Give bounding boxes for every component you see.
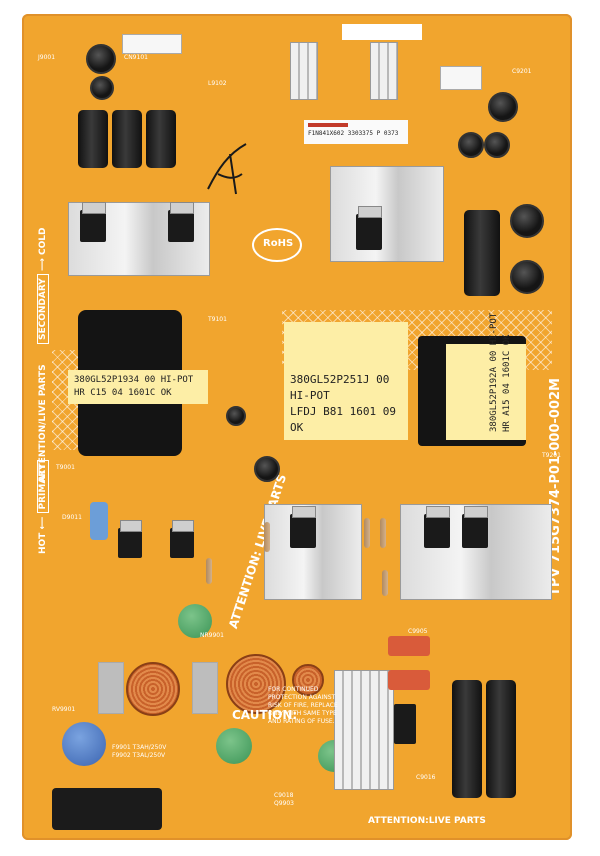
top-connector <box>122 34 182 54</box>
ref-designator: C9201 <box>512 68 532 75</box>
top-edge-plate <box>342 24 422 40</box>
ref-designator: D9011 <box>62 514 82 521</box>
ref-designator: NR9901 <box>200 632 224 639</box>
heatsink-fin <box>334 670 394 790</box>
choke-bobbin <box>98 662 124 714</box>
transistor <box>290 506 316 548</box>
bridge-rectifier <box>394 704 416 744</box>
capacitor-large <box>452 680 482 798</box>
ref-designator: L9102 <box>208 80 227 87</box>
transistor <box>356 206 382 250</box>
ref-designator: RV9901 <box>52 706 76 713</box>
x-capacitor <box>388 670 430 690</box>
hot-primary-text: HOT ⟵ PRIMARY <box>37 459 49 554</box>
varistor <box>62 722 106 766</box>
inductor <box>126 662 180 716</box>
capacitor <box>458 132 484 158</box>
fuse-rating-2: F9902 T3AL/250V <box>112 752 166 759</box>
thermistor <box>178 604 212 638</box>
transistor <box>462 506 488 548</box>
inductor <box>226 654 286 714</box>
transistor <box>80 202 106 242</box>
handwritten-mark <box>207 143 247 195</box>
resistor <box>382 570 388 596</box>
ref-designator: Q9903 <box>274 800 294 807</box>
transistor <box>424 506 450 548</box>
ac-inlet-connector <box>52 788 162 830</box>
ref-designator: C9905 <box>408 628 428 635</box>
capacitor <box>86 44 116 74</box>
caution-title: CAUTION: <box>232 708 298 722</box>
capacitor-bank <box>78 110 108 168</box>
fuse-rating-1: F9901 T3AH/250V <box>112 744 167 751</box>
ref-designator: C9016 <box>416 774 436 781</box>
capacitor-large <box>486 680 516 798</box>
choke-bobbin <box>192 662 218 714</box>
sticker-text: F1N841X602 3303375 P 0373 <box>308 130 399 137</box>
attention-bottom-text: ATTENTION:LIVE PARTS <box>368 816 486 826</box>
ref-designator: J9001 <box>38 54 56 61</box>
transistor <box>118 520 142 558</box>
capacitor-large <box>464 210 500 296</box>
ref-designator: T9101 <box>208 316 227 323</box>
heatsink-fin <box>370 42 398 100</box>
resistor <box>380 518 386 548</box>
resistor <box>364 518 370 548</box>
hipot-label-left: 380GL52P1934 00 HI-POT HR C15 04 1601C O… <box>68 370 208 404</box>
blue-capacitor <box>90 502 108 540</box>
capacitor-bank <box>112 110 142 168</box>
heatsink-fin <box>290 42 318 100</box>
ref-designator: T9201 <box>542 452 561 459</box>
hipot-label-center: 380GL52P251J 00 HI-POT LFDJ B81 1601 09 … <box>284 322 408 440</box>
capacitor <box>90 76 114 100</box>
inductor <box>292 664 324 696</box>
rohs-mark: RoHS <box>252 228 302 262</box>
transistor <box>170 520 194 558</box>
capacitor <box>510 260 544 294</box>
ref-designator: T9001 <box>56 464 75 471</box>
capacitor <box>226 406 246 426</box>
resistor <box>264 522 270 552</box>
heatsink <box>330 166 444 262</box>
capacitor <box>254 456 280 482</box>
hipot-label-right: 380GL52P192A 00 HI-POT HR A15 04 1601C O… <box>446 313 526 440</box>
capacitor <box>488 92 518 122</box>
pcb-board: F1N841X602 3303375 P 0373 RoHS 380GL52P1… <box>22 14 572 840</box>
resistor <box>206 558 212 584</box>
white-sticker: F1N841X602 3303375 P 0373 <box>304 120 408 144</box>
thermistor <box>216 728 252 764</box>
caution-text: FOR CONTINUED PROTECTION AGAINST RISK OF… <box>268 686 338 725</box>
capacitor <box>510 204 544 238</box>
right-connector <box>440 66 482 90</box>
secondary-cold-text: SECONDARY ⟶ COLD <box>37 228 49 344</box>
sticker-red-stripe <box>308 123 348 127</box>
transistor <box>168 202 194 242</box>
capacitor <box>484 132 510 158</box>
x-capacitor <box>388 636 430 656</box>
capacitor-bank <box>146 110 176 168</box>
ref-designator: CN9101 <box>124 54 148 61</box>
ref-designator: C9018 <box>274 792 294 799</box>
